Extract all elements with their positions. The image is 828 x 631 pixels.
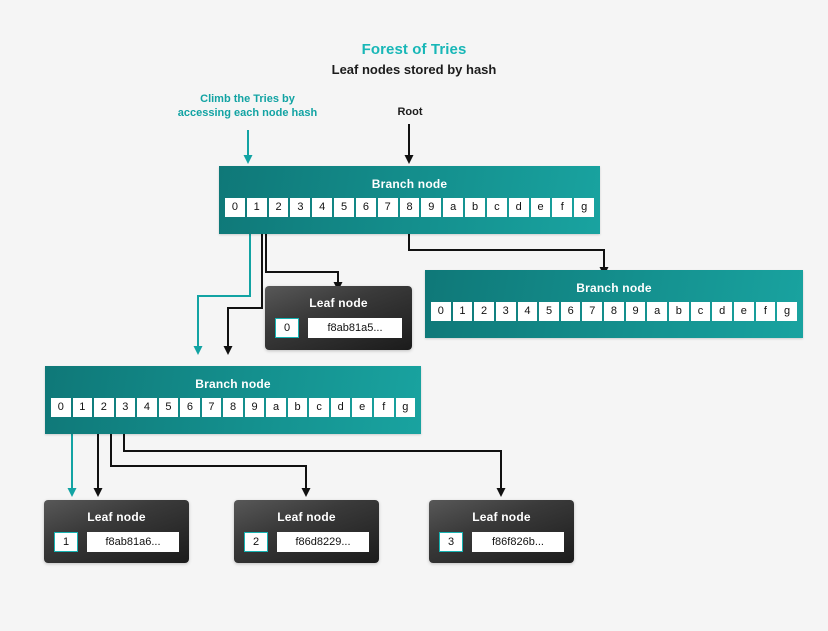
branch-node-root-cells: 0 1 2 3 4 5 6 7 8 9 a b c d e f g bbox=[219, 198, 600, 217]
leaf-node-2-hash: f86d8229... bbox=[277, 532, 369, 552]
leaf-node-1-row: 1 f8ab81a6... bbox=[44, 532, 189, 552]
cell-b[interactable]: b bbox=[669, 302, 689, 321]
cell-1[interactable]: 1 bbox=[72, 398, 93, 417]
annotation-root: Root bbox=[397, 106, 423, 118]
annotation-climb: Climb the Tries by accessing each node h… bbox=[155, 92, 340, 120]
cell-4[interactable]: 4 bbox=[137, 398, 157, 417]
cell-8[interactable]: 8 bbox=[604, 302, 624, 321]
leaf-node-0-hash: f8ab81a5... bbox=[308, 318, 402, 338]
cell-7[interactable]: 7 bbox=[582, 302, 603, 321]
wire-root-to-right-branch bbox=[408, 228, 609, 276]
leaf-node-3-row: 3 f86f826b... bbox=[429, 532, 574, 552]
branch-node-right-cells: 0 1 2 3 4 5 6 7 8 9 a b c d e f g bbox=[425, 302, 803, 321]
cell-0[interactable]: 0 bbox=[431, 302, 451, 321]
cell-2[interactable]: 2 bbox=[268, 198, 289, 217]
annotation-climb-line1: Climb the Tries by bbox=[200, 93, 295, 105]
leaf-node-2-row: 2 f86d8229... bbox=[234, 532, 379, 552]
cell-b[interactable]: b bbox=[287, 398, 308, 417]
cell-c[interactable]: c bbox=[690, 302, 711, 321]
leaf-node-2[interactable]: Leaf node 2 f86d8229... bbox=[234, 500, 379, 563]
cell-4[interactable]: 4 bbox=[312, 198, 333, 217]
cell-7[interactable]: 7 bbox=[201, 398, 222, 417]
cell-c[interactable]: c bbox=[309, 398, 329, 417]
cell-7[interactable]: 7 bbox=[377, 198, 398, 217]
leaf-node-1-hash: f8ab81a6... bbox=[87, 532, 179, 552]
leaf-node-2-index: 2 bbox=[244, 532, 268, 552]
cell-5[interactable]: 5 bbox=[334, 198, 354, 217]
cell-9[interactable]: 9 bbox=[625, 302, 646, 321]
cell-4[interactable]: 4 bbox=[517, 302, 538, 321]
cell-g[interactable]: g bbox=[395, 398, 416, 417]
annotation-climb-line2: accessing each node hash bbox=[177, 107, 318, 119]
cell-d[interactable]: d bbox=[508, 198, 529, 217]
leaf-node-1-label: Leaf node bbox=[87, 510, 146, 524]
branch-node-lower[interactable]: Branch node 0 1 2 3 4 5 6 7 8 9 a b c d … bbox=[45, 366, 421, 434]
wire-root1-to-lower-branch bbox=[223, 228, 263, 355]
branch-node-right-label: Branch node bbox=[576, 281, 652, 295]
wire-lower3-to-leaf3 bbox=[123, 432, 506, 497]
branch-node-right[interactable]: Branch node 0 1 2 3 4 5 6 7 8 9 a b c d … bbox=[425, 270, 803, 338]
cell-a[interactable]: a bbox=[443, 198, 464, 217]
leaf-node-3-index: 3 bbox=[439, 532, 463, 552]
cell-0[interactable]: 0 bbox=[225, 198, 245, 217]
cell-3[interactable]: 3 bbox=[495, 302, 516, 321]
wire-lower2-to-leaf2 bbox=[110, 432, 311, 497]
cell-b[interactable]: b bbox=[465, 198, 485, 217]
cell-6[interactable]: 6 bbox=[180, 398, 200, 417]
leaf-node-3-hash: f86f826b... bbox=[472, 532, 564, 552]
cell-0[interactable]: 0 bbox=[51, 398, 71, 417]
leaf-node-3[interactable]: Leaf node 3 f86f826b... bbox=[429, 500, 574, 563]
leaf-node-0-label: Leaf node bbox=[309, 296, 368, 310]
leaf-node-0[interactable]: Leaf node 0 f8ab81a5... bbox=[265, 286, 412, 350]
wire-root0-to-lower-branch bbox=[193, 228, 251, 355]
page-title: Forest of Tries bbox=[361, 41, 467, 58]
cell-8[interactable]: 8 bbox=[399, 198, 420, 217]
wire-root8-to-leaf0 bbox=[265, 228, 343, 291]
cell-g[interactable]: g bbox=[777, 302, 797, 321]
cell-3[interactable]: 3 bbox=[115, 398, 136, 417]
cell-a[interactable]: a bbox=[647, 302, 668, 321]
leaf-node-2-label: Leaf node bbox=[277, 510, 336, 524]
page-subtitle: Leaf nodes stored by hash bbox=[331, 62, 497, 77]
cell-f[interactable]: f bbox=[373, 398, 394, 417]
branch-node-lower-label: Branch node bbox=[195, 377, 271, 391]
cell-2[interactable]: 2 bbox=[94, 398, 114, 417]
branch-node-root-label: Branch node bbox=[371, 177, 448, 191]
cell-a[interactable]: a bbox=[266, 398, 286, 417]
branch-node-root[interactable]: Branch node 0 1 2 3 4 5 6 7 8 9 a b c d … bbox=[219, 166, 600, 234]
leaf-node-0-row: 0 f8ab81a5... bbox=[265, 318, 412, 338]
cell-5[interactable]: 5 bbox=[158, 398, 179, 417]
cell-c[interactable]: c bbox=[486, 198, 507, 217]
cell-9[interactable]: 9 bbox=[244, 398, 265, 417]
cell-1[interactable]: 1 bbox=[452, 302, 473, 321]
cell-5[interactable]: 5 bbox=[539, 302, 559, 321]
cell-6[interactable]: 6 bbox=[355, 198, 376, 217]
leaf-node-0-index: 0 bbox=[275, 318, 299, 338]
cell-1[interactable]: 1 bbox=[246, 198, 267, 217]
cell-d[interactable]: d bbox=[712, 302, 732, 321]
cell-8[interactable]: 8 bbox=[223, 398, 243, 417]
cell-e[interactable]: e bbox=[733, 302, 754, 321]
cell-f[interactable]: f bbox=[552, 198, 573, 217]
cell-g[interactable]: g bbox=[574, 198, 595, 217]
leaf-node-1[interactable]: Leaf node 1 f8ab81a6... bbox=[44, 500, 189, 563]
cell-f[interactable]: f bbox=[755, 302, 776, 321]
cell-3[interactable]: 3 bbox=[290, 198, 311, 217]
cell-2[interactable]: 2 bbox=[474, 302, 494, 321]
cell-6[interactable]: 6 bbox=[560, 302, 581, 321]
leaf-node-1-index: 1 bbox=[54, 532, 78, 552]
leaf-node-3-label: Leaf node bbox=[472, 510, 531, 524]
cell-d[interactable]: d bbox=[330, 398, 351, 417]
cell-e[interactable]: e bbox=[352, 398, 372, 417]
cell-9[interactable]: 9 bbox=[421, 198, 442, 217]
cell-e[interactable]: e bbox=[530, 198, 551, 217]
branch-node-lower-cells: 0 1 2 3 4 5 6 7 8 9 a b c d e f g bbox=[45, 398, 421, 417]
